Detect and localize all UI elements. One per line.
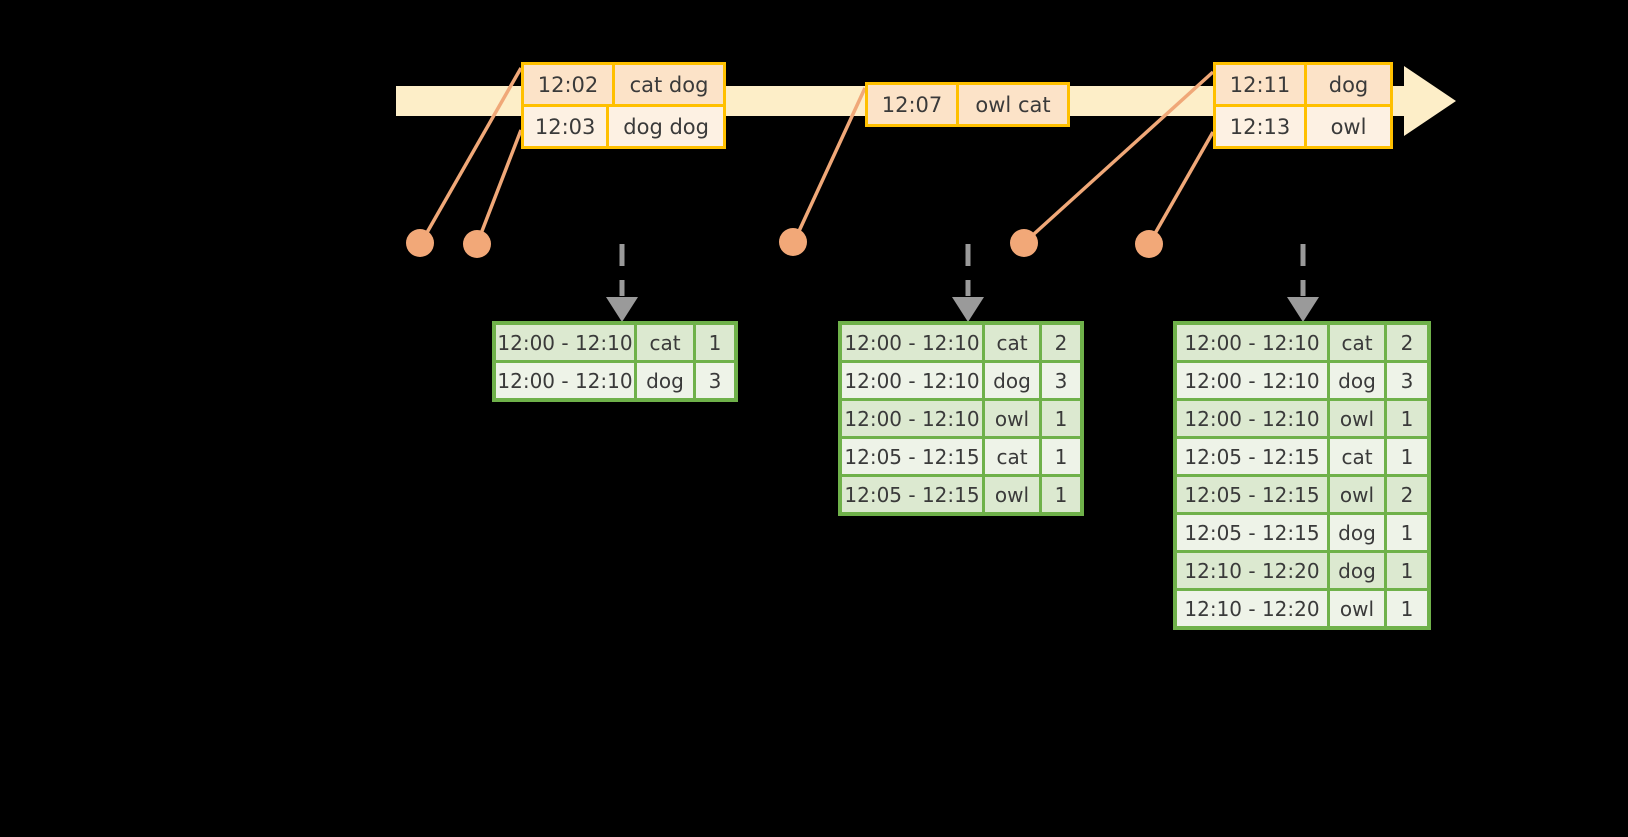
event-dot-1202 [406, 229, 434, 257]
window-cell: 12:05 - 12:15 [842, 477, 982, 512]
event-group-3[interactable]: 12:11 dog 12:13 owl [1213, 62, 1393, 149]
event-row[interactable]: 12:02 cat dog [524, 65, 723, 104]
window-cell: 12:00 - 12:10 [496, 325, 634, 360]
word-cell: owl [1330, 401, 1384, 436]
word-cell: dog [637, 363, 693, 398]
count-cell: 2 [1387, 325, 1427, 360]
word-cell: cat [985, 439, 1039, 474]
window-cell: 12:05 - 12:15 [1177, 439, 1327, 474]
window-cell: 12:05 - 12:15 [1177, 515, 1327, 550]
count-cell: 2 [1042, 325, 1080, 360]
window-cell: 12:00 - 12:10 [1177, 363, 1327, 398]
count-cell: 1 [1042, 439, 1080, 474]
count-cell: 1 [1042, 401, 1080, 436]
event-dot-1203 [463, 230, 491, 258]
event-row[interactable]: 12:13 owl [1216, 104, 1390, 146]
window-cell: 12:00 - 12:10 [842, 363, 982, 398]
word-cell: cat [1330, 325, 1384, 360]
word-cell: owl [985, 401, 1039, 436]
event-words: owl [1330, 114, 1367, 139]
dashed-arrows-group [619, 244, 1306, 296]
dashed-arrow-heads [606, 297, 1319, 322]
count-cell: 3 [1042, 363, 1080, 398]
event-row[interactable]: 12:07 owl cat [868, 85, 1067, 124]
count-cell: 2 [1387, 477, 1427, 512]
event-words: cat dog [629, 72, 709, 97]
window-cell: 12:10 - 12:20 [1177, 553, 1327, 588]
event-row[interactable]: 12:03 dog dog [524, 104, 723, 146]
event-time: 12:07 [868, 85, 959, 124]
count-cell: 3 [696, 363, 734, 398]
event-words: dog dog [623, 114, 709, 139]
event-group-1[interactable]: 12:02 cat dog 12:03 dog dog [521, 62, 726, 149]
word-cell: cat [1330, 439, 1384, 474]
count-cell: 3 [1387, 363, 1427, 398]
event-dot-1211 [1010, 229, 1038, 257]
window-cell: 12:10 - 12:20 [1177, 591, 1327, 626]
event-words: dog [1328, 72, 1369, 97]
count-cell: 1 [1387, 439, 1427, 474]
word-cell: dog [1330, 363, 1384, 398]
word-cell: owl [985, 477, 1039, 512]
window-cell: 12:00 - 12:10 [496, 363, 634, 398]
window-cell: 12:05 - 12:15 [1177, 477, 1327, 512]
event-group-2[interactable]: 12:07 owl cat [865, 82, 1070, 127]
event-words: owl cat [975, 92, 1051, 117]
event-row[interactable]: 12:11 dog [1216, 65, 1390, 104]
count-cell: 1 [1387, 591, 1427, 626]
word-cell: cat [637, 325, 693, 360]
window-cell: 12:05 - 12:15 [842, 439, 982, 474]
window-cell: 12:00 - 12:10 [842, 325, 982, 360]
event-dot-1213 [1135, 230, 1163, 258]
count-cell: 1 [696, 325, 734, 360]
word-cell: dog [1330, 553, 1384, 588]
word-cell: cat [985, 325, 1039, 360]
window-cell: 12:00 - 12:10 [842, 401, 982, 436]
word-cell: owl [1330, 591, 1384, 626]
event-time: 12:11 [1216, 65, 1307, 104]
count-cell: 1 [1387, 553, 1427, 588]
event-time: 12:02 [524, 65, 615, 104]
word-cell: dog [985, 363, 1039, 398]
count-cell: 1 [1042, 477, 1080, 512]
word-cell: dog [1330, 515, 1384, 550]
event-time: 12:03 [524, 107, 610, 146]
window-cell: 12:00 - 12:10 [1177, 325, 1327, 360]
count-cell: 1 [1387, 515, 1427, 550]
event-dots-group [406, 228, 1163, 258]
count-cell: 1 [1387, 401, 1427, 436]
word-cell: owl [1330, 477, 1384, 512]
event-time: 12:13 [1216, 107, 1307, 146]
event-dot-1207 [779, 228, 807, 256]
window-cell: 12:00 - 12:10 [1177, 401, 1327, 436]
